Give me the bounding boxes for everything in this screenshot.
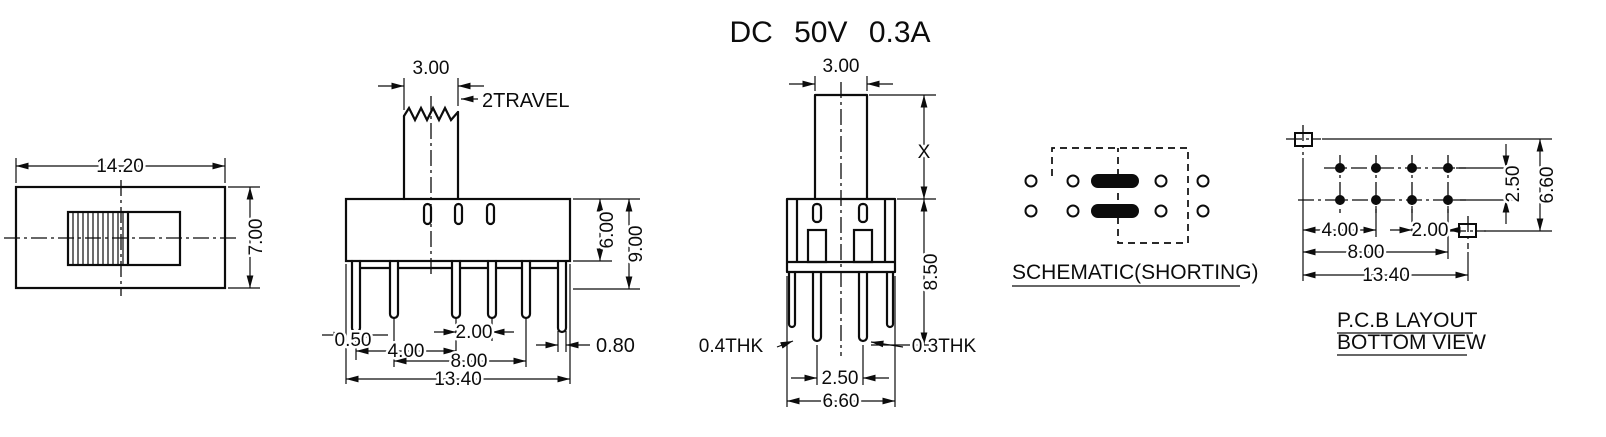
dim-housing-width-label: 14.20 (96, 156, 144, 177)
dim-body-depth-label: 6.60 (823, 391, 860, 412)
body-slot (453, 202, 464, 226)
side-view: 3.00 X 8.50 0.4THK 0.3THK 2.50 6.60 (696, 54, 979, 415)
slider-dashed-outline (1051, 147, 1189, 244)
front-view: 3.00 2TRAVEL 0.50 2.00 4.00 8.00 13.40 (322, 56, 650, 393)
dim-pin-pitch-label: 2.50 (822, 368, 859, 389)
schematic-terminals (1024, 174, 1210, 218)
schematic-view: SCHEMATIC(SHORTING) (1012, 147, 1259, 287)
body-slot (485, 202, 496, 226)
dim-pin-span-b-label: 8.00 (451, 351, 488, 372)
dim-leg-width-label: 0.80 (596, 335, 635, 357)
dim-stem-width-label: 3.00 (823, 56, 860, 77)
pcb-caption-line1: P.C.B LAYOUT (1337, 309, 1478, 332)
body-slot (422, 202, 433, 226)
terminal-block (852, 228, 874, 264)
dim-hole-span-label: 13.40 (1362, 265, 1410, 286)
dim-pin-span-a-label: 4.00 (388, 341, 425, 362)
dim-row-pitch-label: 2.50 (1503, 166, 1524, 203)
dim-overall-height-label: 8.50 (921, 254, 942, 291)
switch-body-outline (344, 197, 572, 263)
dim-total-height-label: 9.00 (626, 226, 647, 263)
left-side-view: 14.20 7.00 (4, 154, 270, 296)
bracket-thickness-label: 0.4THK (699, 336, 764, 357)
travel-label: 2TRAVEL (482, 90, 569, 112)
shorting-bars (1091, 174, 1139, 218)
body-slot (811, 202, 823, 224)
dim-housing-height-label: 7.00 (246, 219, 267, 256)
pcb-caption-line2: BOTTOM VIEW (1337, 331, 1486, 354)
dim-pad-span-label: 8.00 (1348, 242, 1385, 263)
pad-centerlines (1298, 155, 1466, 213)
terminal-block (806, 228, 828, 264)
solder-pads (1335, 163, 1453, 205)
terminal-thickness-label: 0.3THK (912, 336, 977, 357)
dim-pin-offset-label: 0.50 (335, 330, 372, 351)
schematic-caption: SCHEMATIC(SHORTING) (1012, 261, 1259, 284)
dim-hole-to-pad-label: 4.00 (1322, 220, 1359, 241)
body-slot (857, 202, 869, 224)
dim-pad-pitch-label: 2.00 (1412, 220, 1449, 241)
dim-stem-width-label: 3.00 (413, 58, 450, 79)
stem-break-line (402, 105, 460, 123)
dim-body-height-label: 6.00 (597, 212, 618, 249)
drawing-title: DC 50V 0.3A (729, 16, 930, 49)
dim-pin-pitch-label: 2.00 (456, 322, 493, 343)
mounting-legs (787, 270, 895, 329)
body-outline (785, 197, 897, 274)
dim-stem-height-label: X (918, 142, 931, 163)
terminal-pins (811, 270, 869, 343)
dim-hole-row-span-label: 6.60 (1537, 167, 1558, 204)
pcb-layout-view: 4.00 2.00 8.00 13.40 2.50 6.60 P.C.B LAY… (1286, 125, 1561, 356)
dim-body-width-label: 13.40 (434, 369, 482, 390)
